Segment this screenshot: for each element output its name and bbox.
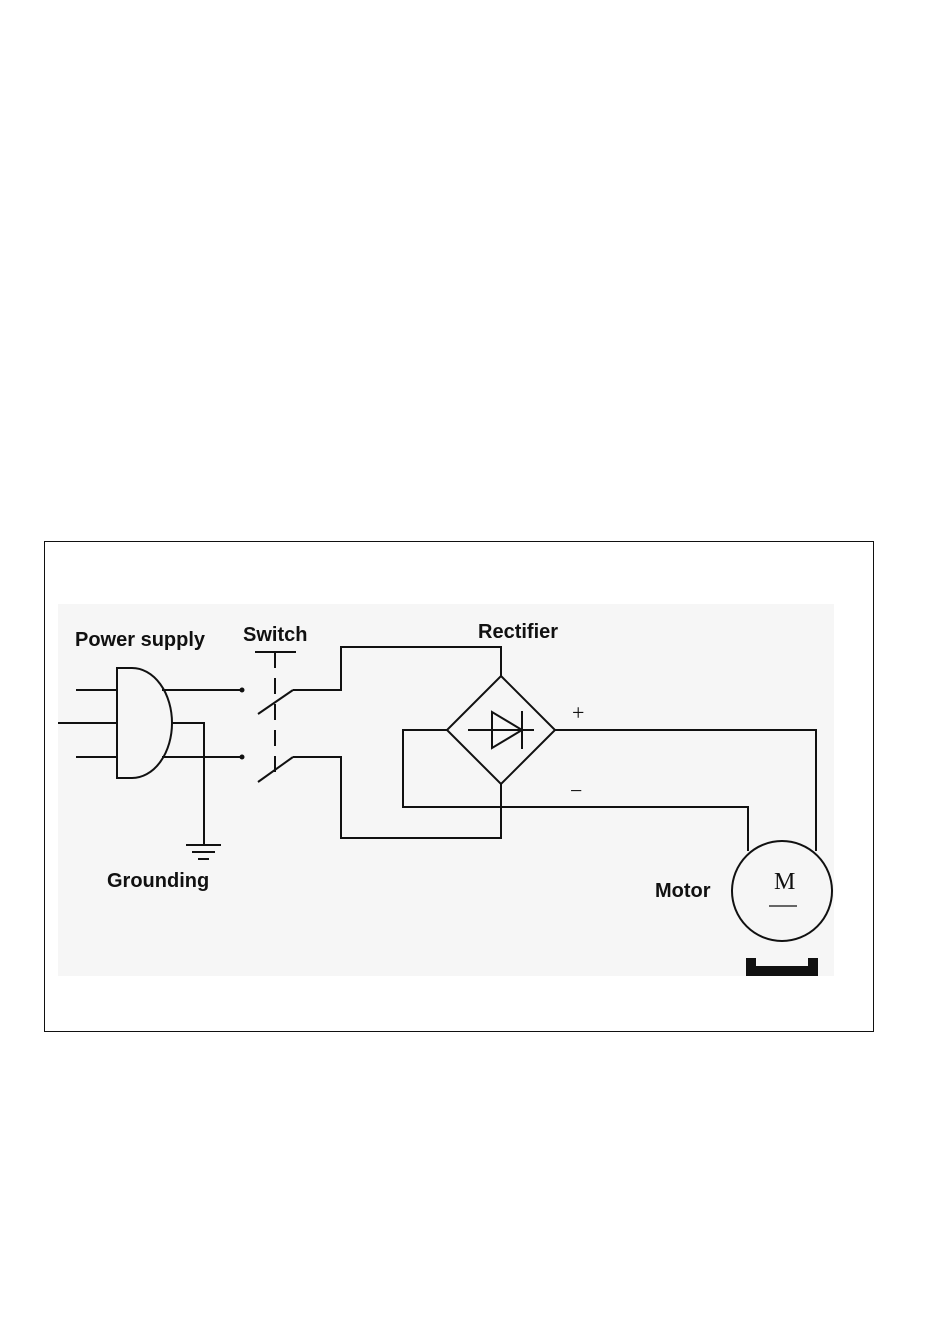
motor-symbol: M — [774, 869, 795, 895]
rectifier-label: Rectifier — [478, 621, 558, 643]
positive-terminal-label: + — [572, 700, 584, 725]
motor-label: Motor — [655, 880, 711, 902]
drawing-area — [58, 604, 834, 976]
grounding-label: Grounding — [107, 870, 209, 892]
power-supply-label: Power supply — [75, 629, 206, 651]
switch-label: Switch — [243, 624, 307, 646]
negative-terminal-label: − — [570, 778, 582, 803]
